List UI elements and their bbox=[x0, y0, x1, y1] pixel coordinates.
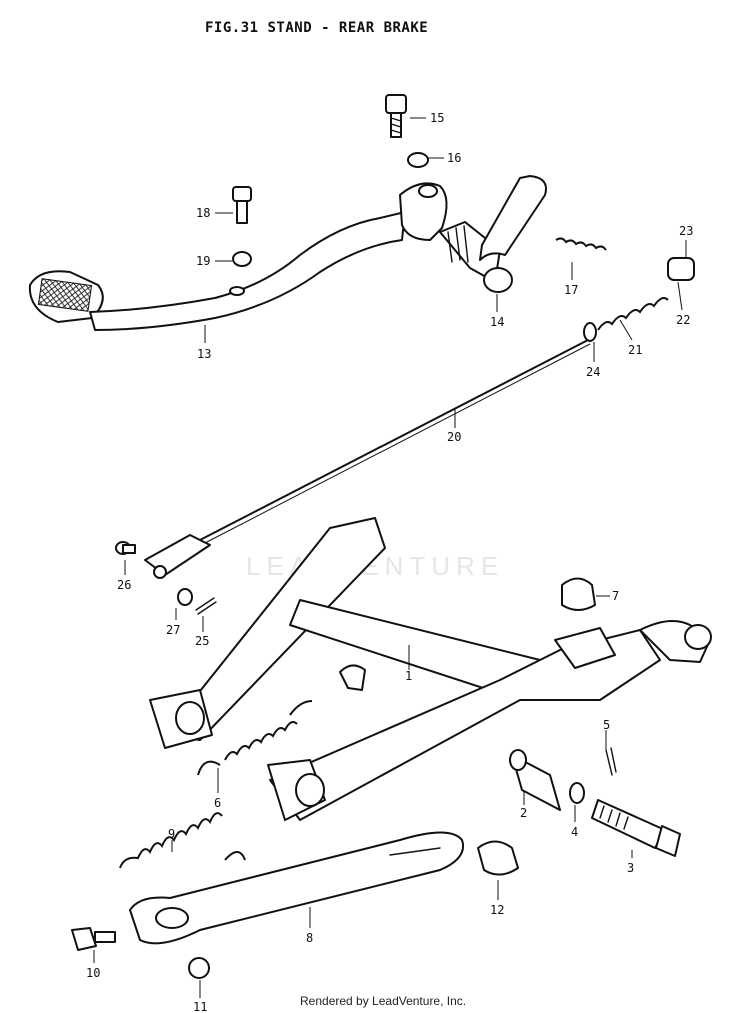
pin-26-part bbox=[115, 541, 136, 555]
brake-shaft-arm-part bbox=[439, 175, 547, 293]
washer-27-part bbox=[177, 588, 193, 606]
nut-11-part bbox=[188, 957, 210, 979]
washer-24-part bbox=[583, 322, 597, 342]
callout-15: 15 bbox=[430, 111, 444, 125]
callout-10: 10 bbox=[86, 966, 100, 980]
callout-27: 27 bbox=[166, 623, 180, 637]
callout-8: 8 bbox=[306, 931, 313, 945]
callout-20: 20 bbox=[447, 430, 461, 444]
spacer-12-part bbox=[477, 840, 519, 876]
callout-24: 24 bbox=[586, 365, 600, 379]
callout-1: 1 bbox=[405, 669, 412, 683]
footer-credit: Rendered by LeadVenture, Inc. bbox=[300, 994, 467, 1008]
collar-2-part bbox=[511, 754, 561, 811]
spring-9-part bbox=[119, 812, 246, 869]
center-stand-part bbox=[149, 517, 712, 821]
callout-labels: 1 2 3 4 5 6 7 8 9 10 11 12 13 14 15 16 1… bbox=[86, 111, 693, 1013]
callout-18: 18 bbox=[196, 206, 210, 220]
stopper-7-part bbox=[561, 577, 596, 611]
callout-17: 17 bbox=[564, 283, 578, 297]
callout-25: 25 bbox=[195, 634, 209, 648]
washer-16-part bbox=[407, 152, 429, 168]
callout-19: 19 bbox=[196, 254, 210, 268]
cotter-pin-5-part bbox=[605, 747, 617, 776]
callout-11: 11 bbox=[193, 1000, 207, 1013]
callout-4: 4 bbox=[571, 825, 578, 839]
side-stand-part bbox=[129, 831, 464, 945]
bolt-15-part bbox=[385, 94, 407, 138]
brake-rod-part bbox=[144, 339, 591, 579]
callout-23: 23 bbox=[679, 224, 693, 238]
figure-title: FIG.31 STAND - REAR BRAKE bbox=[205, 20, 429, 36]
leader-lines bbox=[93, 117, 687, 998]
spring-6-part bbox=[197, 700, 313, 776]
callout-7: 7 bbox=[612, 589, 619, 603]
brake-pedal-part bbox=[28, 182, 448, 331]
cotter-pin-25-part bbox=[195, 597, 217, 615]
rod-adjuster-part bbox=[597, 257, 695, 331]
bolt-10-part bbox=[71, 927, 116, 951]
callout-6: 6 bbox=[214, 796, 221, 810]
callout-5: 5 bbox=[603, 718, 610, 732]
callout-16: 16 bbox=[447, 151, 461, 165]
bolt-18-part bbox=[232, 186, 252, 224]
callout-22: 22 bbox=[676, 313, 690, 327]
spring-17-part bbox=[555, 237, 607, 251]
callout-26: 26 bbox=[117, 578, 131, 592]
callout-21: 21 bbox=[628, 343, 642, 357]
callout-14: 14 bbox=[490, 315, 504, 329]
nut-19-part bbox=[232, 251, 252, 267]
callout-2: 2 bbox=[520, 806, 527, 820]
callout-3: 3 bbox=[627, 861, 634, 875]
bolt-3-part bbox=[591, 799, 681, 857]
callout-9: 9 bbox=[168, 827, 175, 841]
callout-12: 12 bbox=[490, 903, 504, 917]
washer-4-part bbox=[569, 782, 585, 804]
callout-13: 13 bbox=[197, 347, 211, 361]
